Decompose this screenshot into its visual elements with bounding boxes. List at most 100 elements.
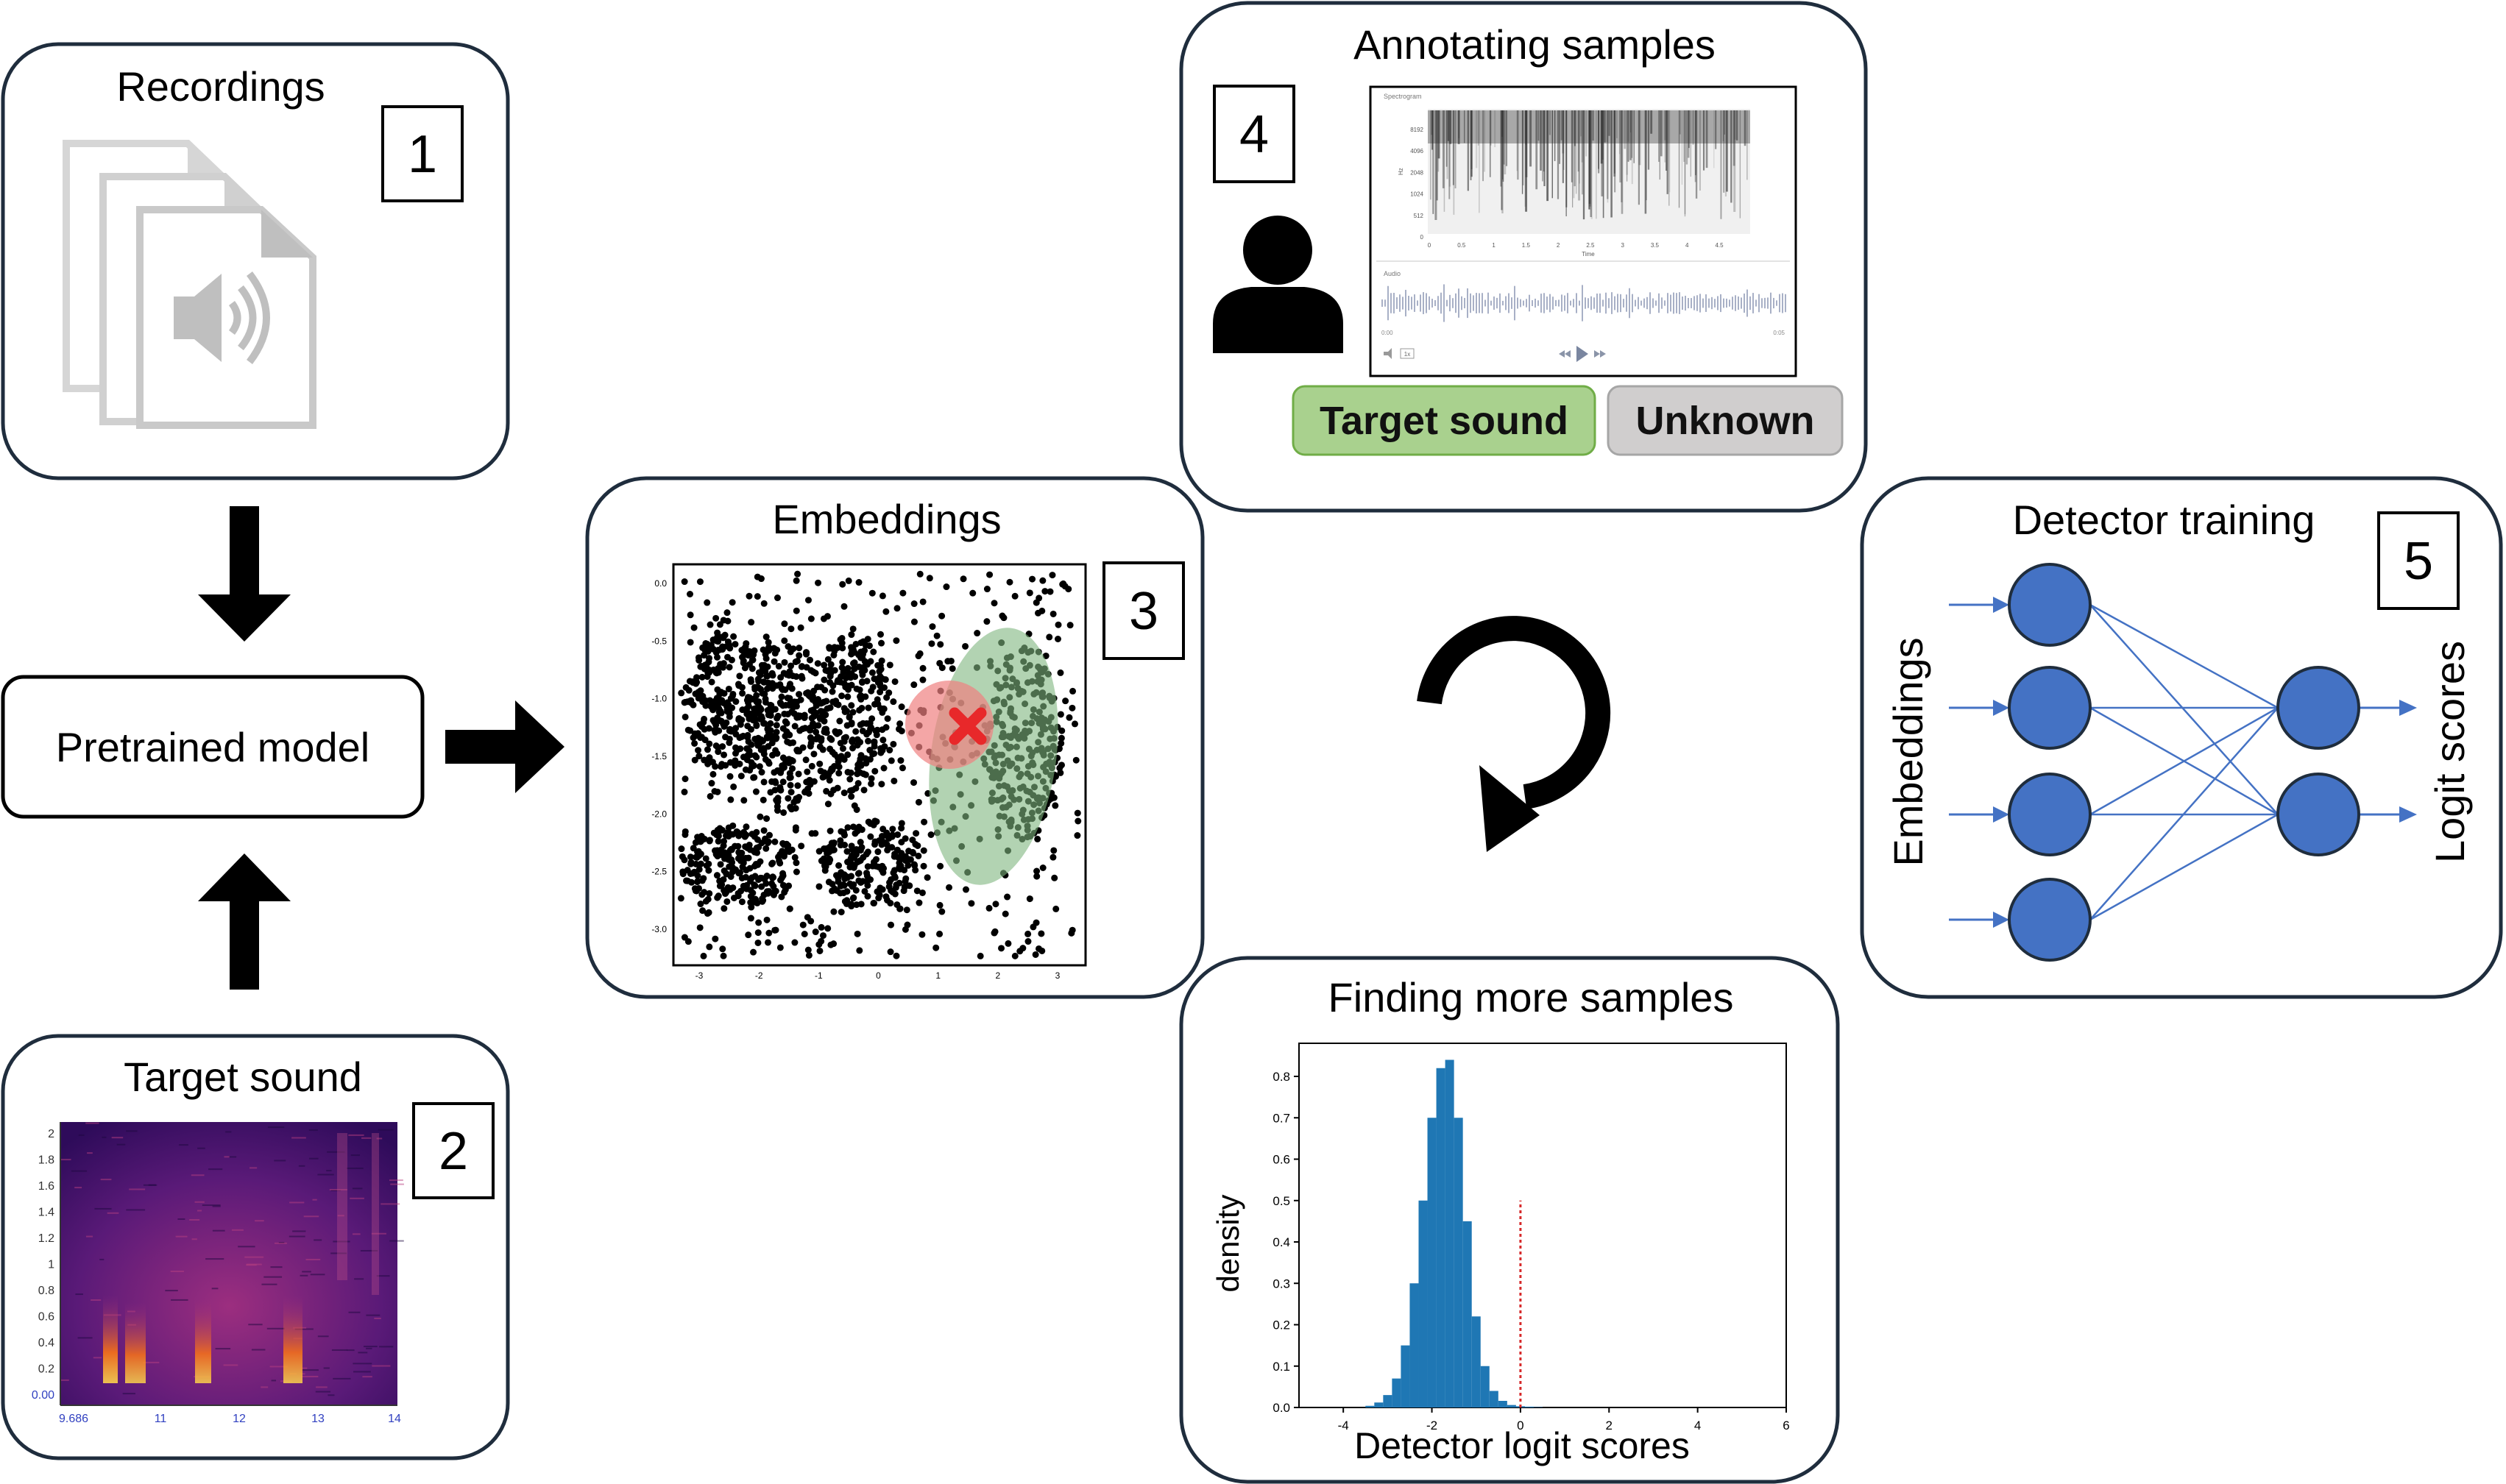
embedding-point (843, 888, 851, 895)
target-sound-button[interactable]: Target sound (1292, 385, 1596, 456)
embedding-point (693, 674, 701, 681)
embedding-point (778, 693, 785, 700)
embedding-point (779, 725, 787, 732)
spectrogram-texture (300, 1274, 308, 1277)
embedding-point (740, 797, 748, 804)
embedding-point (687, 853, 694, 861)
embedding-point (716, 690, 723, 697)
embedding-point (864, 892, 871, 900)
embedding-point (748, 619, 755, 626)
rewind-icon[interactable] (1559, 350, 1571, 358)
embedding-point (962, 642, 969, 650)
spectrogram-texture (380, 1203, 400, 1205)
embedding-point (918, 889, 926, 896)
embedding-point (882, 724, 890, 731)
embedding-point (771, 926, 779, 934)
spectrogram-texture (60, 1379, 69, 1381)
spectrogram-texture (85, 1122, 99, 1124)
embedding-point (916, 899, 923, 906)
embedding-point (773, 722, 780, 729)
embedding-point (751, 752, 759, 759)
embedding-point (760, 747, 768, 754)
network-node (2008, 878, 2092, 962)
embedding-point (871, 742, 878, 750)
embedding-point (761, 720, 768, 727)
svg-text:3: 3 (1129, 582, 1158, 641)
spectrogram-texture (255, 1220, 264, 1222)
unknown-button[interactable]: Unknown (1607, 385, 1844, 456)
embedding-point (795, 770, 802, 778)
spectrogram-texture (314, 1239, 322, 1241)
embedding-point (730, 633, 737, 640)
scatter-x-tick: -1 (815, 970, 823, 981)
mini-spectrogram-texture (1428, 110, 1750, 143)
embedding-point (688, 878, 695, 886)
embedding-point (700, 952, 707, 959)
embedding-point (888, 887, 895, 895)
embedding-point (894, 831, 902, 838)
spectrogram-texture (171, 1299, 188, 1301)
histogram-bar (1427, 1118, 1437, 1407)
play-icon[interactable] (1576, 346, 1588, 362)
embedding-point (827, 666, 834, 673)
embedding-point (748, 695, 756, 703)
embedding-point (757, 575, 765, 583)
spectrogram-texture (126, 1130, 138, 1132)
embedding-point (840, 603, 848, 610)
embedding-point (933, 632, 941, 639)
embedding-point (977, 952, 984, 959)
embedding-point (751, 895, 759, 903)
playback-speed-button[interactable] (1400, 348, 1415, 359)
network-node (2008, 666, 2092, 750)
embedding-point (764, 672, 771, 680)
spectrogram-texture (100, 1179, 112, 1181)
embedding-point (715, 748, 722, 756)
embedding-point (887, 948, 894, 956)
embedding-point (849, 736, 857, 744)
embedding-point (725, 685, 732, 692)
spectrogram-x-tick: 14 (388, 1413, 401, 1425)
embedding-point (1072, 720, 1079, 728)
embedding-point (869, 750, 877, 758)
embedding-point (743, 640, 750, 647)
embedding-point (714, 894, 721, 901)
spectrogram-texture (301, 1375, 319, 1377)
embedding-point (735, 715, 743, 723)
iteration-loop-icon (1417, 616, 1611, 852)
spectrogram-y-tick: 0.6 (38, 1311, 54, 1324)
embedding-point (862, 771, 869, 778)
histogram-bar (1498, 1401, 1507, 1407)
embedding-point (905, 862, 912, 869)
embedding-point (748, 725, 755, 733)
embedding-point (794, 794, 801, 801)
embedding-point (804, 597, 812, 604)
embedding-point (726, 863, 733, 870)
embedding-point (779, 778, 787, 786)
embedding-point (843, 848, 851, 855)
spectrogram-texture (178, 1144, 188, 1146)
volume-icon[interactable] (1384, 348, 1392, 359)
embedding-point (910, 600, 918, 608)
embedding-point (860, 664, 867, 671)
spectrogram-texture (300, 1373, 305, 1375)
embedding-point (763, 815, 771, 823)
embedding-point (827, 661, 835, 668)
spectrogram-texture (309, 1157, 319, 1160)
embedding-point (868, 669, 876, 676)
embedding-point (1026, 589, 1033, 597)
embedding-point (938, 612, 946, 619)
spectrogram-x-tick: 9.686 (59, 1413, 88, 1425)
embedding-point (721, 751, 728, 759)
embedding-point (891, 777, 898, 784)
embedding-point (848, 631, 855, 639)
histogram-bar (1445, 1059, 1454, 1407)
svg-text:Time: Time (1582, 251, 1595, 258)
embedding-point (791, 723, 799, 730)
embedding-point (797, 624, 804, 631)
fast-forward-icon[interactable] (1594, 350, 1606, 358)
embedding-point (855, 579, 863, 586)
spectrogram-texture (261, 1386, 269, 1388)
embedding-point (760, 827, 768, 834)
embedding-point (1038, 930, 1045, 937)
